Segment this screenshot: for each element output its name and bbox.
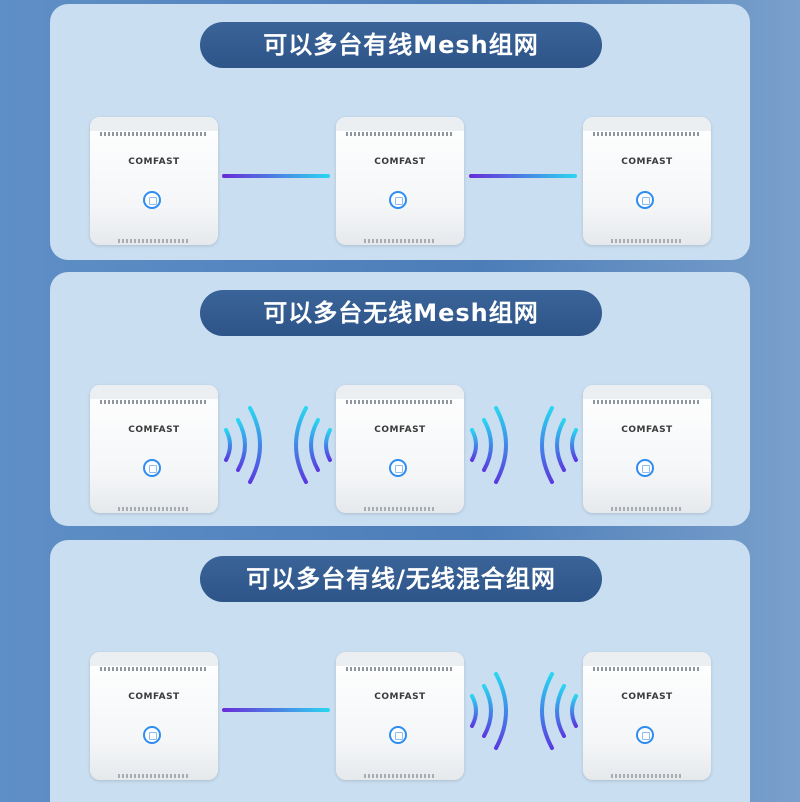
router-unit: COMFAST (90, 117, 218, 245)
router-unit: COMFAST (583, 652, 711, 780)
wired-connection (222, 174, 330, 178)
mesh-button-icon (389, 459, 407, 477)
mesh-button-icon (143, 726, 161, 744)
wireless-signal-left-icon (540, 406, 578, 484)
router-brand: COMFAST (621, 425, 673, 435)
router-unit: COMFAST (90, 652, 218, 780)
router-brand: COMFAST (374, 692, 426, 702)
router-unit: COMFAST (336, 117, 464, 245)
wired-mesh-title: 可以多台有线Mesh组网 (200, 22, 602, 68)
router-brand: COMFAST (128, 692, 180, 702)
mesh-button-icon (636, 726, 654, 744)
router-unit: COMFAST (583, 117, 711, 245)
router-unit: COMFAST (336, 385, 464, 513)
wireless-signal-right-icon (224, 406, 262, 484)
mesh-button-icon (389, 726, 407, 744)
router-brand: COMFAST (621, 157, 673, 167)
router-brand: COMFAST (128, 157, 180, 167)
mesh-button-icon (389, 191, 407, 209)
mesh-button-icon (636, 191, 654, 209)
wireless-mesh-title: 可以多台无线Mesh组网 (200, 290, 602, 336)
router-brand: COMFAST (374, 425, 426, 435)
mesh-button-icon (143, 191, 161, 209)
router-brand: COMFAST (374, 157, 426, 167)
router-unit: COMFAST (90, 385, 218, 513)
router-brand: COMFAST (128, 425, 180, 435)
wired-connection (469, 174, 577, 178)
mesh-button-icon (143, 459, 161, 477)
router-unit: COMFAST (336, 652, 464, 780)
wired-connection (222, 708, 330, 712)
router-brand: COMFAST (621, 692, 673, 702)
wireless-signal-right-icon (470, 406, 508, 484)
wireless-signal-left-icon (540, 672, 578, 750)
wireless-signal-left-icon (294, 406, 332, 484)
mesh-button-icon (636, 459, 654, 477)
wireless-signal-right-icon (470, 672, 508, 750)
hybrid-mesh-title: 可以多台有线/无线混合组网 (200, 556, 602, 602)
router-unit: COMFAST (583, 385, 711, 513)
